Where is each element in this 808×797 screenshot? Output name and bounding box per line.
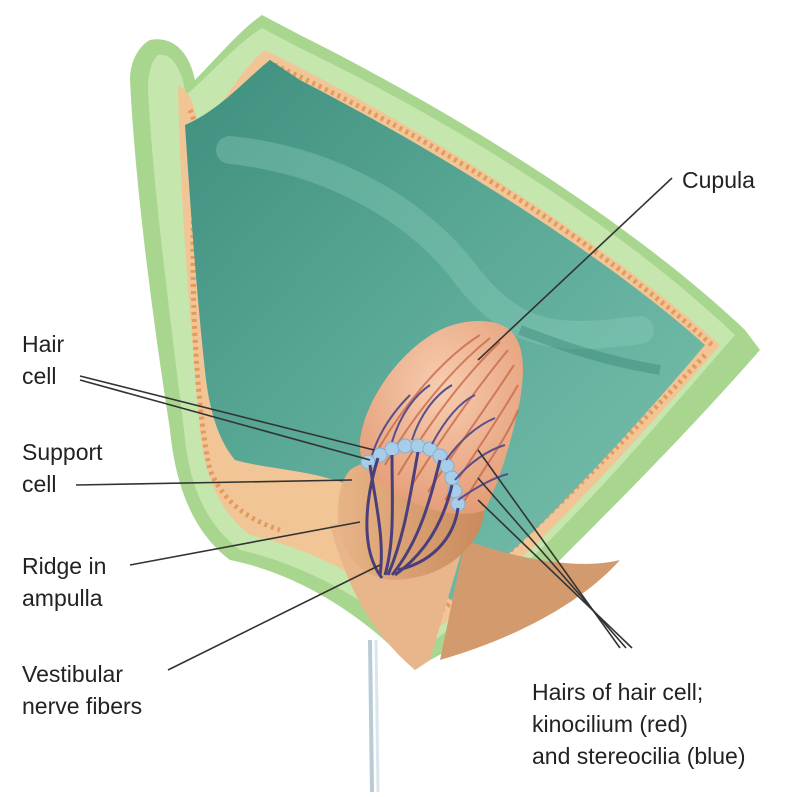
- nerve-stem-highlight: [376, 640, 378, 792]
- leader-line-vestibular: [168, 565, 380, 670]
- nerve-stem: [370, 640, 372, 792]
- label-support-cell-line2: cell: [22, 470, 57, 498]
- label-hairs-line2: kinocilium (red): [532, 710, 688, 738]
- label-hair-cell-line1: Hair: [22, 330, 64, 358]
- label-hairs-line3: and stereocilia (blue): [532, 742, 746, 770]
- label-support-cell-line1: Support: [22, 438, 103, 466]
- label-ridge-line1: Ridge in: [22, 552, 106, 580]
- label-hairs-line1: Hairs of hair cell;: [532, 678, 703, 706]
- label-vestibular-line1: Vestibular: [22, 660, 123, 688]
- label-cupula: Cupula: [682, 166, 755, 194]
- label-vestibular-line2: nerve fibers: [22, 692, 142, 720]
- label-hair-cell-line2: cell: [22, 362, 57, 390]
- label-ridge-line2: ampulla: [22, 584, 103, 612]
